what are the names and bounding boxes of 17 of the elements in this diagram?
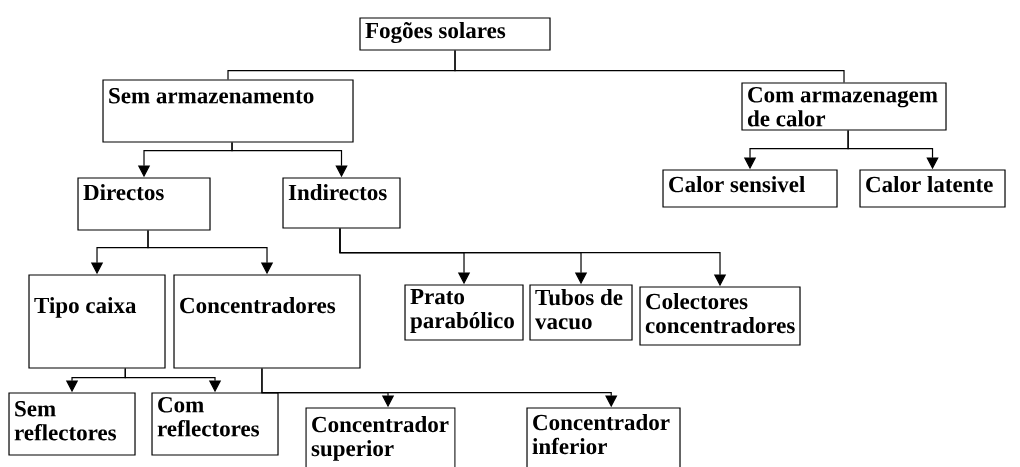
category-box: Indirectos xyxy=(282,177,401,229)
category-box: Directos xyxy=(77,177,211,231)
category-box: Colectores concentradores xyxy=(639,286,801,346)
category-box: Tipo caixa xyxy=(28,274,166,369)
category-box: Prato parabólico xyxy=(404,284,524,341)
connector-line xyxy=(454,50,845,83)
category-box: Concentrador superior xyxy=(305,407,456,467)
category-box: Calor latente xyxy=(859,169,1006,208)
category-box: Sem armazenamento xyxy=(102,79,354,143)
category-box: Com reflectores xyxy=(151,392,279,456)
category-box: Sem reflectores xyxy=(8,392,136,456)
category-box: Com armazenagem de calor xyxy=(741,82,947,131)
category-box: Tubos de vacuo xyxy=(529,284,633,341)
category-box: Concentrador inferior xyxy=(526,407,681,467)
category-box: Fogões solares xyxy=(359,17,551,51)
category-box: Calor sensivel xyxy=(662,169,838,208)
category-box: Concentradores xyxy=(173,274,361,369)
